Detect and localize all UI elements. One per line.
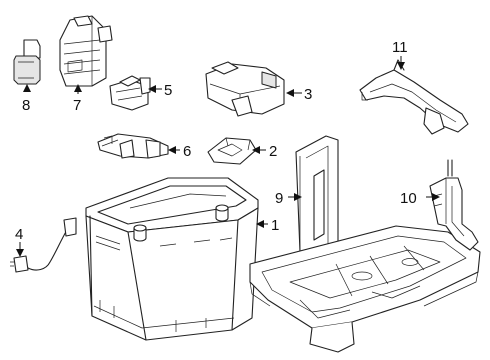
callout-11: 11: [392, 39, 408, 56]
part-2-bracket: [207, 137, 257, 165]
callout-4: 4: [15, 226, 23, 243]
callout-3: 3: [304, 86, 312, 103]
part-9-stay: [295, 135, 339, 263]
callout-7: 7: [73, 97, 81, 114]
callout-10: 10: [400, 190, 417, 207]
part-1-battery: [85, 177, 259, 341]
callout-2: 2: [269, 143, 277, 160]
battery-tray: [249, 225, 481, 353]
part-7-fuse-box: [59, 15, 113, 87]
callout-8: 8: [22, 97, 30, 114]
part-3-control-module: [205, 61, 285, 117]
part-4-sensor-cable: [10, 217, 77, 273]
callout-6: 6: [183, 143, 191, 160]
leader-lines: [16, 56, 440, 257]
part-8-terminal-cap: [13, 39, 41, 85]
callout-labels: 1 2 3 4 5 6 7 8 9 10 11: [15, 39, 417, 243]
part-11-bracket: [359, 59, 469, 135]
part-5-clip: [109, 75, 151, 111]
callout-5: 5: [164, 82, 172, 99]
part-6-clamp: [97, 133, 169, 159]
callout-9: 9: [275, 190, 283, 207]
callout-1: 1: [271, 217, 279, 234]
